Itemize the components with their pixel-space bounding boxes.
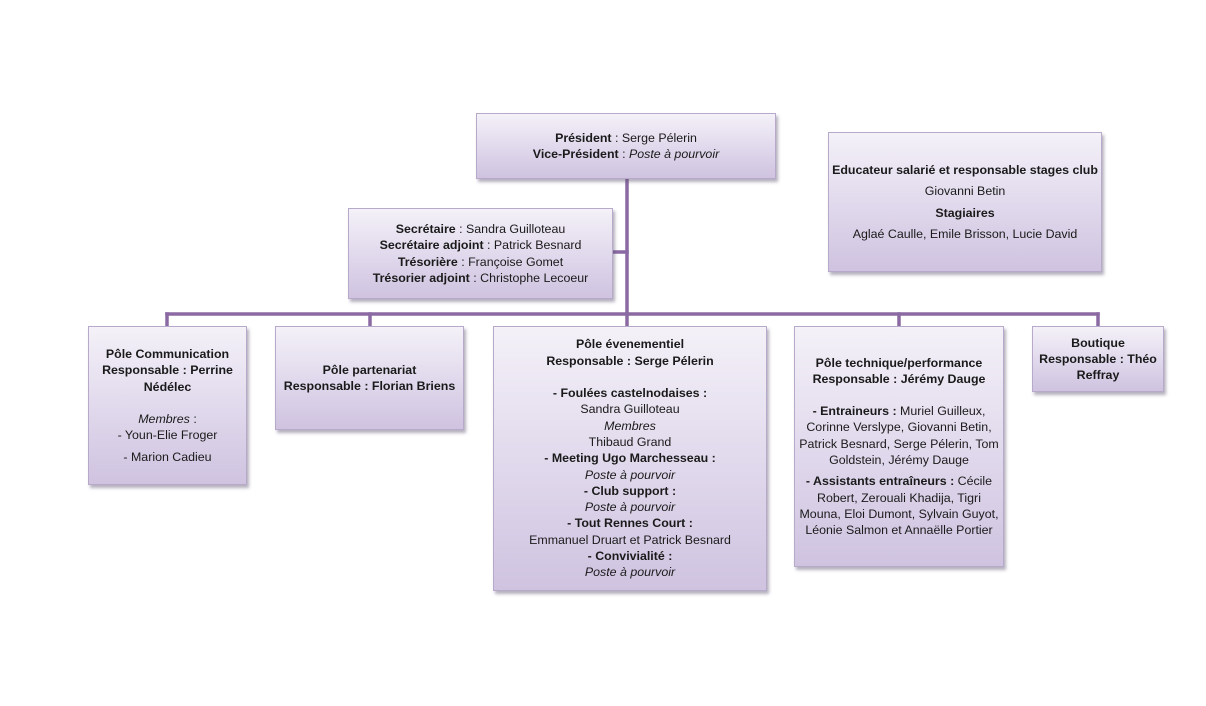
- secretaire-adjoint-line: Secrétaire adjoint : Patrick Besnard: [380, 237, 582, 253]
- club-support-label: - Club support :: [583, 483, 677, 498]
- president-box: Président : Serge Pélerin Vice-Président…: [476, 113, 776, 179]
- secretaire-name: : Sandra Guilloteau: [455, 221, 566, 236]
- tresoriere-name: : Françoise Gomet: [457, 254, 564, 269]
- educateur-box: Educateur salarié et responsable stages …: [828, 132, 1102, 272]
- educateur-title: Educateur salarié et responsable stages …: [832, 162, 1098, 177]
- stagiaires-label: Stagiaires: [935, 205, 995, 220]
- tresorier-adjoint-line: Trésorier adjoint : Christophe Lecoeur: [373, 270, 589, 286]
- boutique-box: Boutique Responsable : Théo Reffray: [1032, 326, 1164, 392]
- tresorier-adjoint-label: Trésorier adjoint: [372, 270, 470, 285]
- secretaire-line: Secrétaire : Sandra Guilloteau: [396, 221, 565, 237]
- assistants-label: - Assistants entraîneurs :: [805, 474, 955, 489]
- meeting-value: Poste à pourvoir: [584, 467, 676, 482]
- pole-communication-title: Pôle Communication: [105, 347, 230, 362]
- secretaire-adjoint-name: : Patrick Besnard: [483, 238, 582, 253]
- bureau-box: Secrétaire : Sandra Guilloteau Secrétair…: [348, 208, 613, 299]
- president-line: Président : Serge Pélerin: [555, 130, 697, 146]
- pole-technique-responsable: Responsable : Jérémy Dauge: [812, 371, 986, 386]
- pole-evenementiel-title: Pôle évenementiel: [575, 337, 685, 352]
- club-support-value: Poste à pourvoir: [584, 500, 676, 515]
- tresorier-adjoint-name: : Christophe Lecoeur: [469, 270, 589, 285]
- pole-partenariat-box: Pôle partenariat Responsable : Florian B…: [275, 326, 464, 430]
- foulees-name: Sandra Guilloteau: [580, 402, 680, 417]
- foulees-label: - Foulées castelnodaises :: [552, 386, 708, 401]
- evenementiel-membres-label: Membres: [604, 418, 656, 433]
- pole-communication-membres-label: Membres: [138, 412, 190, 426]
- tresoriere-label: Trésorière: [397, 254, 458, 269]
- evenementiel-membres-name: Thibaud Grand: [588, 434, 672, 449]
- president-label: Président: [555, 130, 612, 145]
- pole-partenariat-responsable: Responsable : Florian Briens: [283, 379, 456, 393]
- entraineurs-label: - Entraineurs :: [812, 404, 897, 419]
- vice-president-line: Vice-Président : Poste à pourvoir: [533, 146, 719, 162]
- assistants-names: Cécile Robert, Zerouali Khadija, Tigri M…: [799, 474, 999, 538]
- boutique-title: Boutique: [1071, 335, 1125, 350]
- pole-communication-membres-suffix: :: [189, 412, 197, 426]
- entraineurs-names: Muriel Guilleux, Corinne Verslype, Giova…: [799, 404, 999, 467]
- pole-communication-member-1: - Youn-Elie Froger: [117, 428, 218, 443]
- stagiaires-names: Aglaé Caulle, Emile Brisson, Lucie David: [852, 226, 1078, 241]
- meeting-label: - Meeting Ugo Marchesseau :: [544, 451, 716, 466]
- pole-communication-responsable: Responsable : Perrine Nédélec: [102, 363, 233, 394]
- tresoriere-line: Trésorière : Françoise Gomet: [398, 254, 563, 270]
- convivialite-value: Poste à pourvoir: [584, 565, 676, 580]
- boutique-responsable: Responsable : Théo Reffray: [1039, 351, 1157, 383]
- pole-technique-box: Pôle technique/performance Responsable :…: [794, 326, 1004, 567]
- pole-partenariat-title: Pôle partenariat: [322, 362, 417, 377]
- pole-evenementiel-responsable: Responsable : Serge Pélerin: [546, 353, 714, 368]
- pole-communication-box: Pôle Communication Responsable : Perrine…: [88, 326, 247, 485]
- secretaire-adjoint-label: Secrétaire adjoint: [379, 238, 484, 253]
- secretaire-label: Secrétaire: [395, 221, 456, 236]
- president-name: : Serge Pélerin: [611, 130, 697, 145]
- educateur-name: Giovanni Betin: [924, 184, 1006, 199]
- entraineurs-paragraph: - Entraineurs : Muriel Guilleux, Corinne…: [799, 403, 999, 468]
- vice-president-value: Poste à pourvoir: [628, 147, 720, 161]
- pole-communication-membres-line: Membres :: [138, 411, 197, 427]
- pole-evenementiel-box: Pôle évenementiel Responsable : Serge Pé…: [493, 326, 767, 591]
- pole-communication-member-2: - Marion Cadieu: [123, 449, 212, 464]
- tout-rennes-court-names: Emmanuel Druart et Patrick Besnard: [529, 532, 731, 547]
- tout-rennes-court-label: - Tout Rennes Court :: [567, 516, 693, 531]
- convivialite-label: - Convivialité :: [587, 548, 673, 563]
- vice-president-sep: :: [618, 147, 629, 161]
- assistants-paragraph: - Assistants entraîneurs : Cécile Robert…: [799, 473, 999, 538]
- vice-president-label: Vice-Président: [532, 147, 619, 161]
- pole-technique-title: Pôle technique/performance: [815, 355, 983, 370]
